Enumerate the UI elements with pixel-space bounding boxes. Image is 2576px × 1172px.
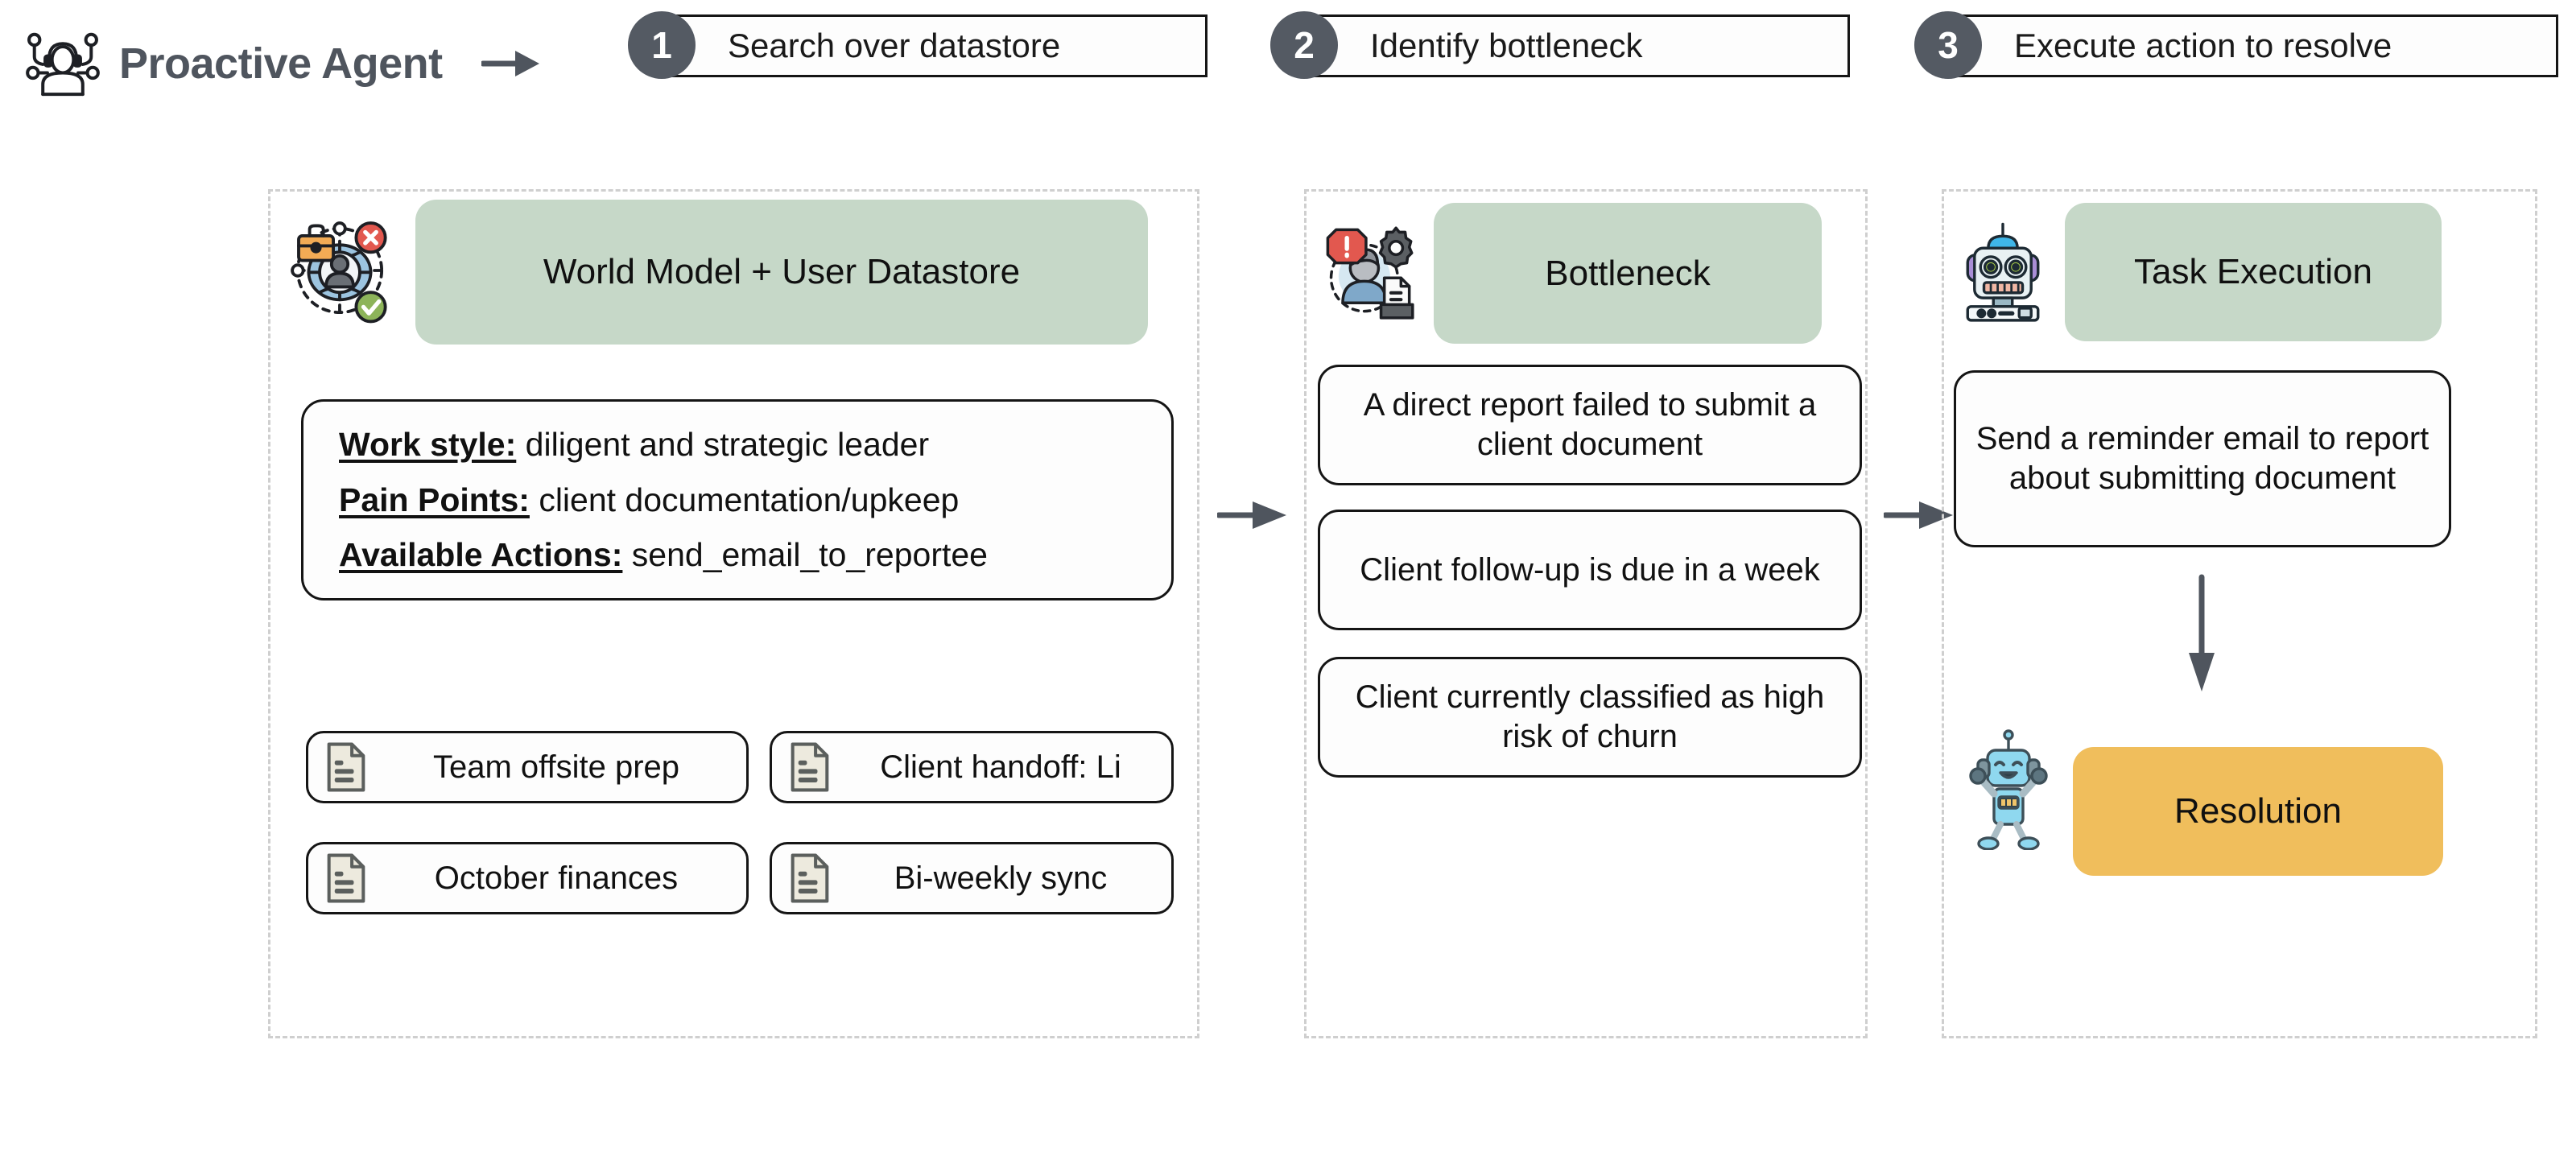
- page-title: Proactive Agent: [119, 39, 443, 88]
- step-2-number: 2: [1270, 10, 1338, 79]
- bottleneck-alert-user-icon: [1318, 221, 1418, 325]
- bottleneck-item[interactable]: Client follow-up is due in a week: [1318, 510, 1862, 630]
- brand: Proactive Agent: [24, 31, 541, 97]
- profile-row: Available Actions: send_email_to_reporte…: [339, 534, 1136, 576]
- document-title: October finances: [434, 860, 679, 896]
- step-1-number: 1: [628, 10, 696, 79]
- document-chip[interactable]: Bi-weekly sync: [770, 842, 1174, 914]
- panel-2-header: Bottleneck: [1318, 203, 1822, 344]
- step-1-label: Search over datastore: [728, 27, 1061, 64]
- connector-arrow-2: [1882, 497, 1956, 533]
- arrow-down-icon: [2186, 574, 2218, 695]
- bottleneck-item[interactable]: Client currently classified as high risk…: [1318, 657, 1862, 778]
- step-3-number: 3: [1914, 10, 1982, 79]
- resolution-badge[interactable]: Resolution: [2073, 747, 2443, 876]
- profile-value-work-style: diligent and strategic leader: [525, 426, 930, 464]
- world-model-user-icon: [285, 216, 394, 329]
- profile-label-work-style: Work style:: [339, 426, 517, 464]
- bottleneck-item[interactable]: A direct report failed to submit a clien…: [1318, 365, 1862, 485]
- document-icon: [788, 741, 832, 793]
- panel-task-execution: Task Execution Send a reminder email to …: [1942, 189, 2537, 1038]
- profile-value-available-actions: send_email_to_reportee: [631, 536, 988, 574]
- panel-world-model: World Model + User Datastore Work style:…: [268, 189, 1199, 1038]
- document-icon: [324, 852, 368, 904]
- document-chip[interactable]: October finances: [306, 842, 749, 914]
- step-3-box: [1946, 14, 2558, 77]
- profile-row: Pain Points: client documentation/upkeep: [339, 479, 1136, 521]
- profile-row: Work style: diligent and strategic leade…: [339, 423, 1136, 465]
- step-1[interactable]: 1 Search over datastore: [628, 10, 1208, 79]
- step-2[interactable]: 2 Identify bottleneck: [1270, 10, 1850, 79]
- document-title: Client handoff: Li: [880, 749, 1121, 785]
- step-2-label: Identify bottleneck: [1370, 27, 1643, 64]
- user-profile-card: Work style: diligent and strategic leade…: [301, 399, 1174, 600]
- document-chip[interactable]: Client handoff: Li: [770, 731, 1174, 803]
- panel-3-header-label: Task Execution: [2065, 203, 2442, 341]
- panel-1-header: World Model + User Datastore: [285, 200, 1148, 345]
- step-1-box: [660, 14, 1208, 77]
- panel-2-header-label: Bottleneck: [1434, 203, 1822, 344]
- task-action-card[interactable]: Send a reminder email to report about su…: [1954, 370, 2451, 547]
- document-title: Team offsite prep: [432, 749, 680, 785]
- document-title: Bi-weekly sync: [894, 860, 1108, 896]
- arrow-right-icon: [480, 47, 541, 80]
- profile-label-pain-points: Pain Points:: [339, 481, 530, 518]
- step-3[interactable]: 3 Execute action to resolve: [1914, 10, 2558, 79]
- panel-3-header: Task Execution: [1955, 203, 2442, 341]
- panel-bottleneck: Bottleneck A direct report failed to sub…: [1304, 189, 1868, 1038]
- connector-arrow-1: [1216, 497, 1290, 533]
- robot-celebrating-icon: [1960, 729, 2057, 854]
- document-icon: [324, 741, 368, 793]
- profile-label-available-actions: Available Actions:: [339, 536, 623, 574]
- robot-head-icon: [1955, 219, 2050, 326]
- document-icon: [788, 852, 832, 904]
- profile-value-pain-points: client documentation/upkeep: [539, 481, 960, 518]
- agent-network-icon: [24, 31, 101, 97]
- step-3-label: Execute action to resolve: [2014, 27, 2392, 64]
- document-chip[interactable]: Team offsite prep: [306, 731, 749, 803]
- panel-1-header-label: World Model + User Datastore: [415, 200, 1148, 345]
